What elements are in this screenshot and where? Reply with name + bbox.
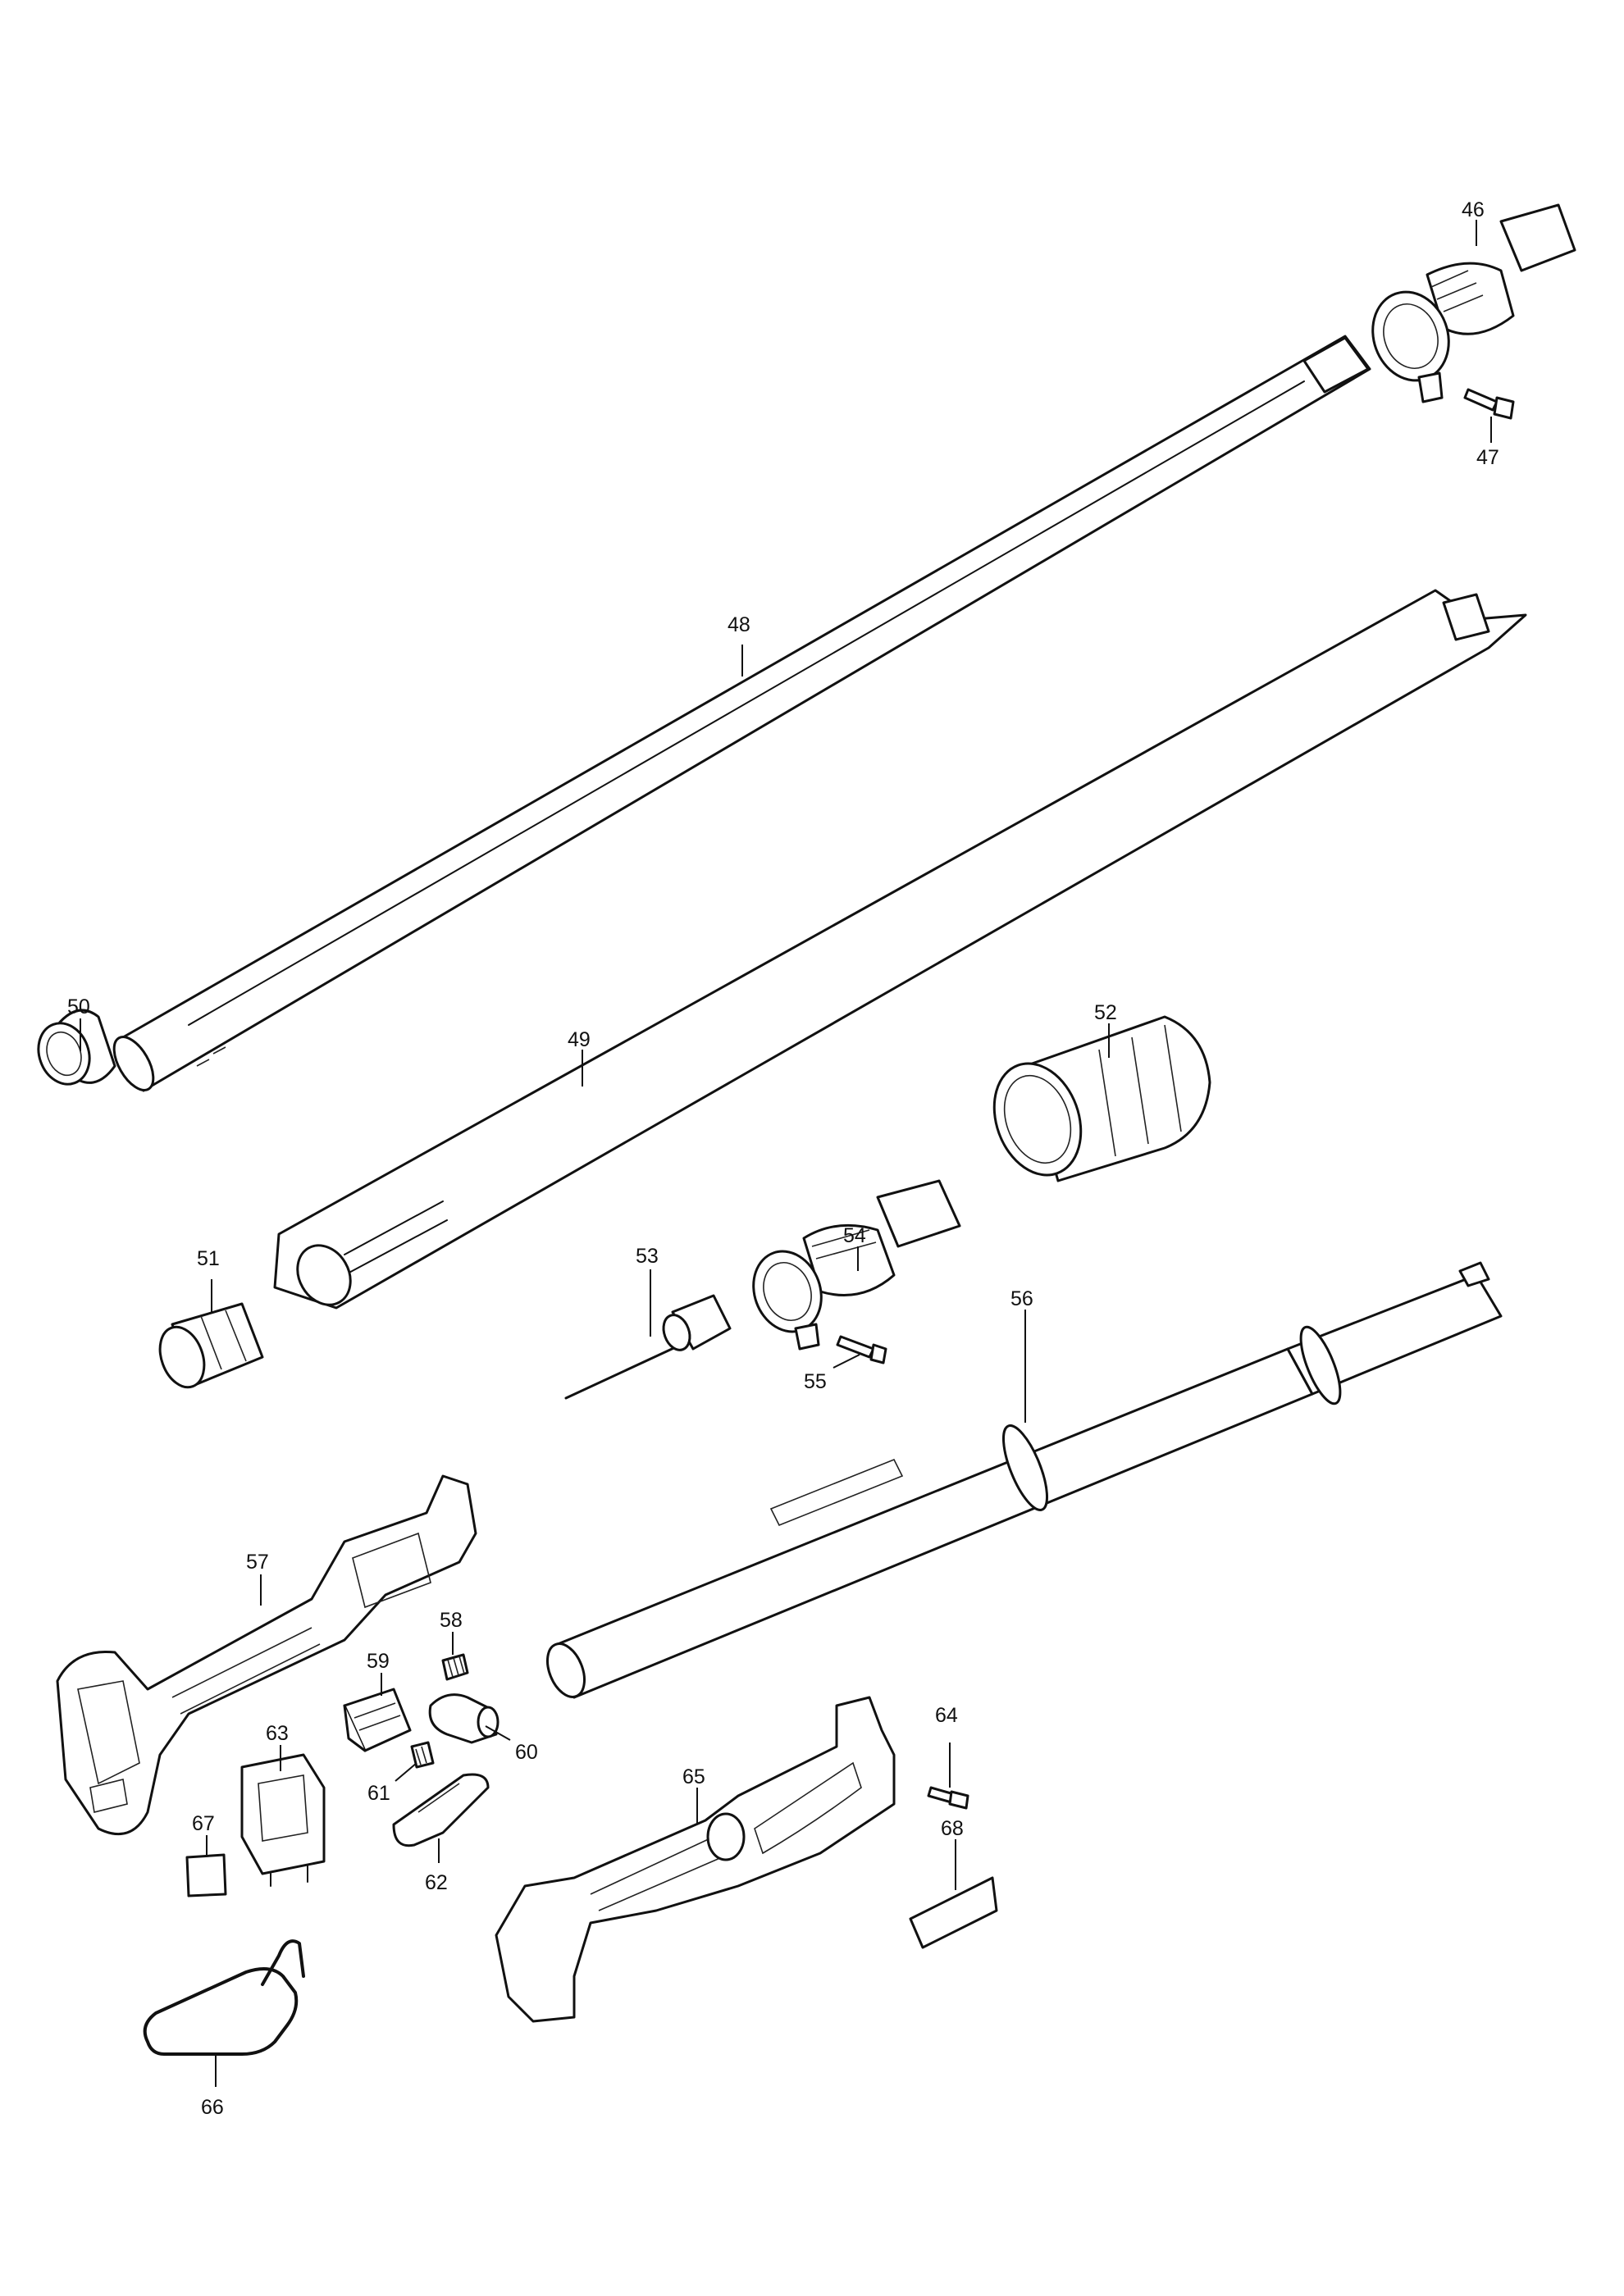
callout-46: 46: [1462, 198, 1485, 221]
part-57-handle-housing-half: [56, 1474, 477, 1836]
callout-67: 67: [192, 1812, 215, 1835]
part-48-outer-tube: [112, 335, 1371, 1092]
part-52-clamp-knob: [992, 1015, 1211, 1182]
part-61-spring: [410, 1741, 435, 1769]
callout-68: 68: [941, 1817, 964, 1840]
callout-52: 52: [1094, 1001, 1117, 1024]
part-62-trigger: [392, 1773, 490, 1847]
part-67-label: [185, 1853, 227, 1897]
callout-55: 55: [804, 1370, 827, 1393]
callout-61: 61: [367, 1782, 390, 1805]
leader-55: [833, 1354, 860, 1369]
callout-48: 48: [728, 613, 750, 636]
part-53-drive-shaft: [564, 1294, 732, 1400]
leader-lines: [80, 220, 1492, 2087]
callout-63: 63: [266, 1722, 289, 1745]
callout-56: 56: [1010, 1287, 1033, 1310]
part-56-lower-tube: [546, 1261, 1503, 1699]
part-66-hanger-loop: [143, 1939, 305, 2056]
callout-64: 64: [935, 1704, 958, 1727]
callout-65: 65: [682, 1765, 705, 1788]
part-64-screw: [927, 1786, 969, 1810]
callout-47: 47: [1476, 446, 1499, 469]
callout-57: 57: [246, 1551, 269, 1574]
leader-61: [395, 1762, 417, 1782]
callout-58: 58: [440, 1609, 463, 1632]
part-54-coupling-sleeve: [752, 1179, 961, 1351]
part-49-inner-rod: [273, 589, 1527, 1310]
callout-49: 49: [568, 1028, 591, 1051]
callout-62: 62: [425, 1871, 448, 1894]
part-58-spring: [441, 1653, 469, 1681]
callout-66: 66: [201, 2096, 224, 2119]
callout-51: 51: [197, 1247, 220, 1270]
callout-53: 53: [636, 1245, 659, 1268]
part-47-screw: [1463, 388, 1515, 420]
part-59-switch-block: [343, 1688, 412, 1752]
part-46-coupling-sleeve: [1371, 203, 1576, 403]
part-63-bracket: [240, 1753, 326, 1887]
leader-60: [485, 1725, 511, 1741]
part-51-bushing: [158, 1302, 264, 1389]
callout-labels: 46 47 48 49 50 51 52 53 54 55 56 57 58 5…: [67, 198, 1499, 2119]
part-65-handle-housing: [495, 1696, 896, 2023]
part-68-wedge-label: [909, 1876, 998, 1949]
part-50-ring: [37, 1009, 116, 1086]
part-55-screw: [836, 1335, 887, 1364]
part-60-lock-lever: [428, 1693, 500, 1744]
callout-50: 50: [67, 995, 90, 1018]
callout-59: 59: [367, 1650, 390, 1673]
callout-60: 60: [515, 1741, 538, 1764]
callout-54: 54: [843, 1224, 866, 1247]
